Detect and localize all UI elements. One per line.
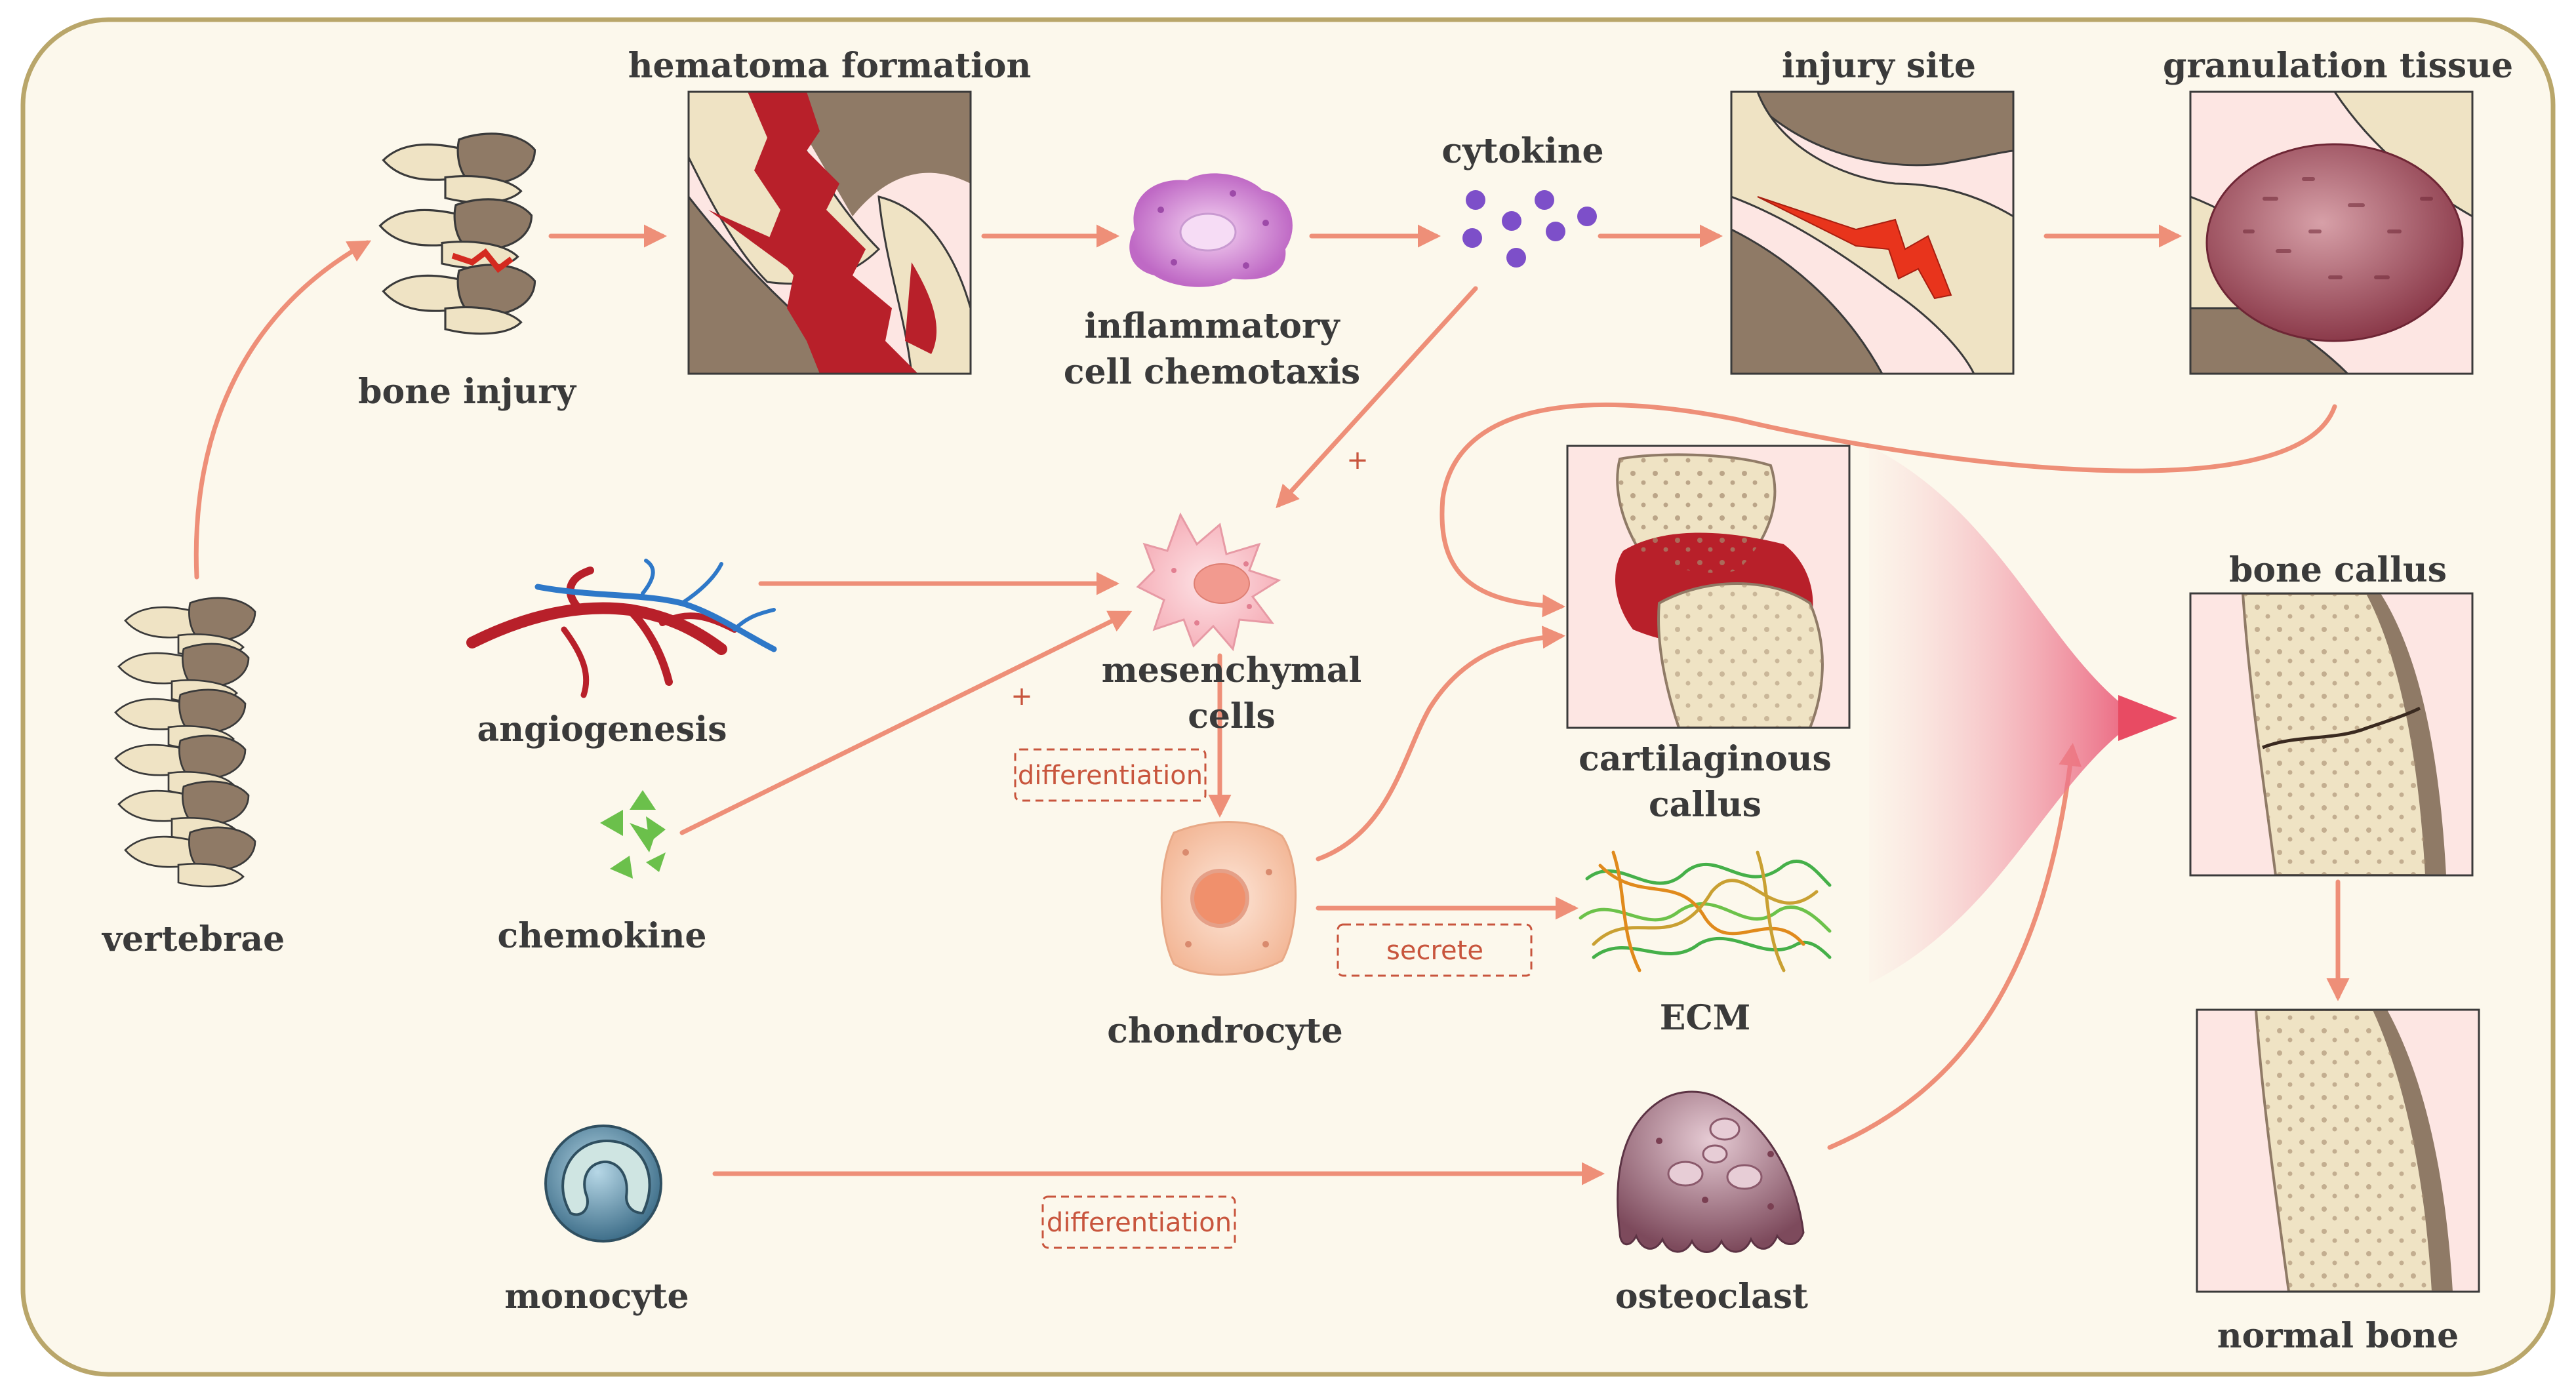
arrow-granulation-to-cartilaginous [1439,402,2337,618]
arrow-chondrocyte-to-cartilaginous [1316,626,1565,862]
osteoclast-label: osteoclast [1615,1277,1808,1317]
mesenchymal-label-line2: cells [1188,696,1276,736]
granulation-tissue-label: granulation tissue [2163,46,2513,86]
inflammatory-cell-icon [1129,173,1293,287]
bone-injury-illustration [378,132,536,335]
arrow-vertebrae-to-injury [193,240,372,580]
normal-bone-image [2197,1010,2479,1292]
hematoma-formation-image [689,92,971,374]
chemokine-label: chemokine [498,916,707,956]
monocyte-cell-icon [544,1125,662,1243]
arrows [193,224,2350,1185]
convergence-fan [1869,446,2131,984]
angiogenesis-label: angiogenesis [477,709,727,749]
inflammatory-label-line1: inflammatory [1084,306,1340,346]
convergence-arrowhead [2118,695,2177,741]
cytokine-label: cytokine [1441,131,1603,171]
arrow-cytokine-to-mesenchymal [1276,286,1478,509]
injury-site-frame [1730,90,2015,375]
plus-sign-chemokine: + [1011,681,1033,711]
normal-bone-label: normal bone [2217,1316,2459,1356]
bone-callus-frame [2189,592,2474,877]
secrete-box [1337,923,1533,977]
plus-sign-cytokine: + [1346,445,1369,475]
ecm-label: ECM [1660,998,1751,1038]
hematoma-formation-label: hematoma formation [628,46,1032,86]
osteoclast-cell-icon [1617,1090,1805,1253]
cartilaginous-label-line2: callus [1649,785,1761,825]
normal-bone-frame [2196,1008,2480,1293]
mesenchymal-label-line1: mesenchymal [1102,650,1361,690]
differentiation-label-lower: differentiation [1047,1208,1232,1238]
inflammatory-label-line2: cell chemotaxis [1064,352,1360,392]
chemokine-triangles [600,790,666,879]
angiogenesis-vessels [466,559,777,698]
chondrocyte-label: chondrocyte [1107,1011,1342,1051]
chondrocyte-cell-icon [1160,821,1297,976]
bone-callus-label: bone callus [2229,550,2447,590]
hematoma-formation-frame [687,90,972,375]
granulation-tissue-image [2190,92,2472,374]
monocyte-label: monocyte [504,1277,689,1317]
injury-site-label: injury site [1782,46,1976,86]
differentiation-box-lower [1041,1195,1236,1249]
cytokine-dots [1462,190,1597,268]
ecm-fibers [1579,850,1832,972]
bone-injury-label: bone injury [358,372,577,412]
bone-callus-image [2190,593,2472,875]
injury-site-image [1731,92,2013,374]
vertebrae-label: vertebrae [102,919,285,959]
cartilaginous-callus-frame [1566,445,1851,729]
mesenchymal-cell-icon [1136,512,1281,652]
cartilaginous-callus-image [1567,446,1849,728]
granulation-tissue-frame [2189,90,2474,375]
cartilaginous-label-line1: cartilaginous [1579,739,1832,779]
arrow-chemokine-to-mesenchymal [679,610,1133,835]
differentiation-label-upper: differentiation [1018,761,1203,791]
arrow-osteoclast-to-bone-callus [1827,743,2082,1150]
secrete-label: secrete [1386,936,1483,966]
